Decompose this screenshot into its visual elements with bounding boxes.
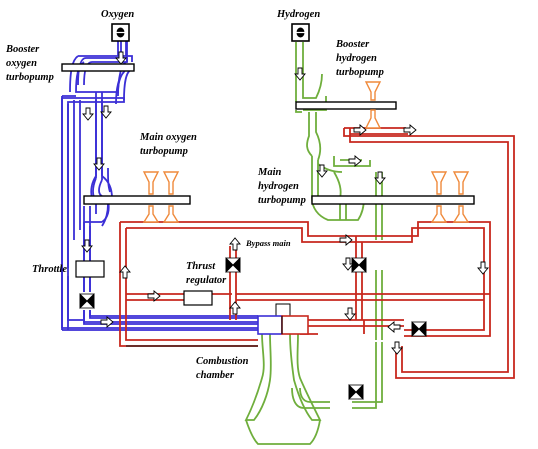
upper-manifold-left [120,221,360,243]
hot-gas-lines [119,127,515,379]
throttle-label: Throttle [32,264,67,275]
booster-oxygen-label-2: oxygen [6,58,37,69]
oxygen-lines-colored [61,40,258,329]
oxygen-recirc-loop [73,100,81,240]
nozzle-left-wall [244,333,272,421]
booster-oxygen-label-3: turbopump [6,72,54,83]
down-arrow-icon [81,239,93,253]
booster-hydrogen-label-1: Booster [335,39,370,50]
main-hydrogen-housing-shape [311,163,365,221]
flow-arrows [81,51,489,355]
turbines [142,81,470,223]
main-hydrogen-label-1: Main [257,167,282,178]
regulator-leg [126,246,237,320]
main-hydrogen-shaft [311,195,475,205]
hydrogen-side-valve-icon [411,321,427,337]
injector-block-left [257,315,283,335]
down-arrow-icon [115,51,127,65]
cooling-valve-icon [348,384,364,400]
labels: Oxygen Hydrogen Booster oxygen turbopump… [5,9,384,381]
booster-oxygen-housing-shape [69,55,133,105]
main-hydrogen-label-3: turbopump [258,195,306,206]
booster-hydrogen-discharge [306,112,322,172]
valve-to-chamber-oxygen [62,310,258,329]
main-oxygen-pump-housing [92,167,111,227]
shafts [61,63,475,205]
hydrogen-cooling-line [291,342,383,409]
oxygen-label: Oxygen [101,9,134,20]
oxygen-inlet-pipe [117,40,127,56]
valves [79,257,427,400]
down-arrow-icon [100,105,112,119]
booster-hydrogen-shaft [295,101,397,110]
chamber-top-fitting [275,303,291,316]
inlets [111,23,310,42]
throttle-to-valve [83,276,91,292]
hydrogen-lines [244,42,383,445]
middle-horizontal [236,293,490,301]
hydrogen-down-to-chamber [375,172,383,340]
thrust-regulator-label-1: Thrust [186,261,216,272]
oxygen-main-valve-icon [79,293,95,309]
right-arrow-icon [339,234,353,246]
main-oxygen-housing-shape [84,175,113,223]
nozzle-exit [245,419,321,445]
main-hydrogen-label-2: hydrogen [258,181,299,192]
throttle-box [75,260,105,278]
booster-oxygen-left-duct [61,95,84,328]
regulator-valve-icon [225,257,241,273]
left-arrow-icon [387,321,401,333]
down-arrow-icon [391,341,403,355]
up-arrow-icon [119,265,131,279]
up-arrow-icon [229,301,241,315]
injector-block-right [281,315,309,335]
down-arrow-icon [82,107,94,121]
booster-hydrogen-housing-shape [295,73,327,113]
right-arrow-icon [353,124,367,136]
right-arrow-icon [147,290,161,302]
main-oxygen-down-duct [83,222,91,262]
right-arrow-icon [348,155,362,167]
up-arrow-icon [229,237,241,251]
main-oxygen-turbine-2 [162,171,180,223]
down-arrow-icon [316,164,328,178]
main-oxygen-label-1: Main oxygen [139,132,197,143]
lower-to-chamber [300,319,404,335]
booster-oxygen-shaft [61,63,135,72]
thrust-regulator-label-2: regulator [186,275,227,286]
hydrogen-label: Hydrogen [276,9,320,20]
main-oxygen-turbine-1 [142,171,160,223]
bypass-valve-icon [351,257,367,273]
main-oxygen-shaft [83,195,191,205]
booster-oxygen-down-duct [95,92,103,176]
right-arrow-icon [100,316,114,328]
down-arrow-icon [477,261,489,275]
combustion-chamber-label-2: chamber [196,370,235,381]
nozzle-right-wall [289,333,322,421]
outer-recirc-loop [343,128,515,379]
right-arrow-icon [403,124,417,136]
black-fittings [126,303,291,347]
combustion-chamber [257,315,309,335]
combustion-chamber-label-1: Combustion [196,356,249,367]
bypass-main-label: Bypass main [245,238,291,248]
down-arrow-icon [344,307,356,321]
booster-hydrogen-label-3: turbopump [336,67,384,78]
main-hydrogen-turbine-2 [452,171,470,223]
thrust-regulator-box [183,290,213,306]
booster-hydrogen-label-2: hydrogen [336,53,377,64]
down-arrow-icon [342,257,354,271]
upper-manifold-right [360,221,491,337]
main-oxygen-label-2: turbopump [140,146,188,157]
down-arrow-icon [374,171,386,185]
down-arrow-icon [93,157,105,171]
bypass-leg [355,236,363,320]
booster-oxygen-label-1: Booster [5,44,40,55]
booster-hydrogen-turbine [364,81,382,129]
down-arrow-icon [294,67,306,81]
main-hydrogen-turbine-1 [430,171,448,223]
